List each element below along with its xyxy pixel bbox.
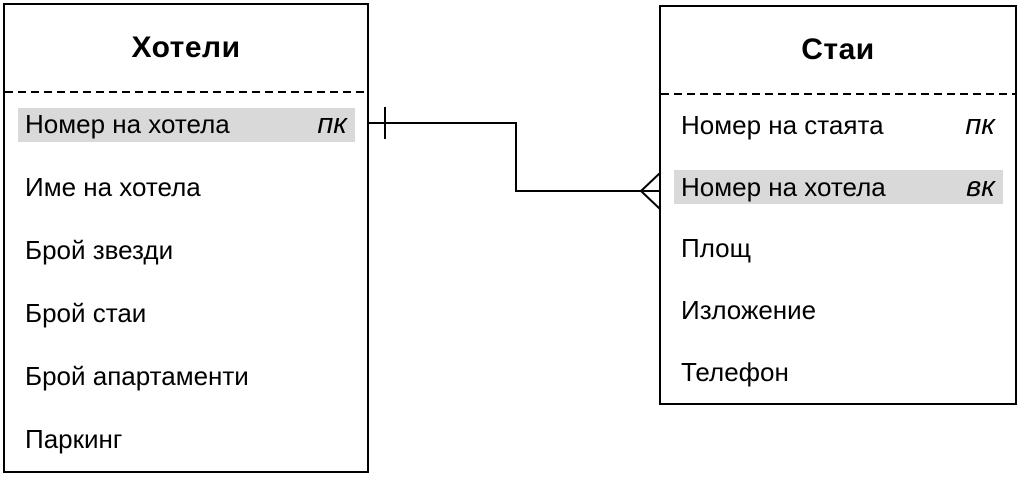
attribute-band-foreign-key: Номер на хотела вк	[674, 170, 1003, 205]
attribute-row: Номер на хотела пк	[5, 93, 367, 156]
attribute-row: Изложение	[661, 280, 1015, 342]
attribute-row: Брой апартаменти	[5, 345, 367, 408]
attribute-row: Име на хотела	[5, 156, 367, 219]
attribute-band: Площ	[674, 232, 1003, 266]
attribute-band: Брой апартаменти	[18, 360, 355, 394]
key-indicator: вк	[966, 170, 995, 203]
attribute-row: Номер на хотела вк	[661, 157, 1015, 219]
attribute-band: Изложение	[674, 294, 1003, 328]
attribute-list: Номер на стаята пк Номер на хотела вк Пл…	[661, 95, 1015, 403]
attribute-label: Площ	[681, 233, 752, 264]
attribute-label: Изложение	[681, 295, 817, 326]
attribute-row: Площ	[661, 218, 1015, 280]
entity-stai: Стаи Номер на стаята пк Номер на хотела …	[659, 5, 1017, 405]
attribute-row: Паркинг	[5, 408, 367, 471]
entity-title: Хотели	[131, 31, 241, 64]
attribute-label: Брой апартаменти	[25, 361, 249, 391]
attribute-label: Номер на стаята	[681, 110, 884, 141]
entity-title: Стаи	[801, 33, 875, 66]
crow-foot-many-icon	[640, 172, 661, 210]
attribute-row: Брой стаи	[5, 282, 367, 345]
attribute-label: Паркинг	[25, 424, 123, 454]
attribute-label: Брой звезди	[25, 235, 174, 265]
attribute-band-primary-key: Номер на хотела пк	[18, 107, 355, 142]
attribute-band-primary-key: Номер на стаята пк	[674, 109, 1003, 143]
attribute-band: Име на хотела	[18, 171, 355, 205]
attribute-list: Номер на хотела пк Име на хотела Брой зв…	[5, 93, 367, 471]
attribute-label: Брой стаи	[25, 298, 147, 328]
attribute-band: Брой звезди	[18, 234, 355, 268]
attribute-label: Номер на хотела	[681, 171, 886, 202]
attribute-label: Телефон	[681, 356, 789, 387]
attribute-band: Паркинг	[18, 423, 355, 457]
attribute-band: Брой стаи	[18, 297, 355, 331]
title-divider	[5, 91, 367, 93]
key-indicator: пк	[317, 108, 347, 140]
attribute-row: Брой звезди	[5, 219, 367, 282]
relationship-path	[367, 122, 641, 192]
entity-hoteli: Хотели Номер на хотела пк Име на хотела …	[3, 3, 369, 473]
attribute-label: Номер на хотела	[25, 109, 230, 139]
attribute-row: Телефон	[661, 341, 1015, 403]
attribute-band: Телефон	[674, 355, 1003, 389]
attribute-row: Номер на стаята пк	[661, 95, 1015, 157]
title-divider	[661, 93, 1015, 95]
attribute-label: Име на хотела	[25, 172, 201, 202]
key-indicator: пк	[965, 109, 995, 142]
